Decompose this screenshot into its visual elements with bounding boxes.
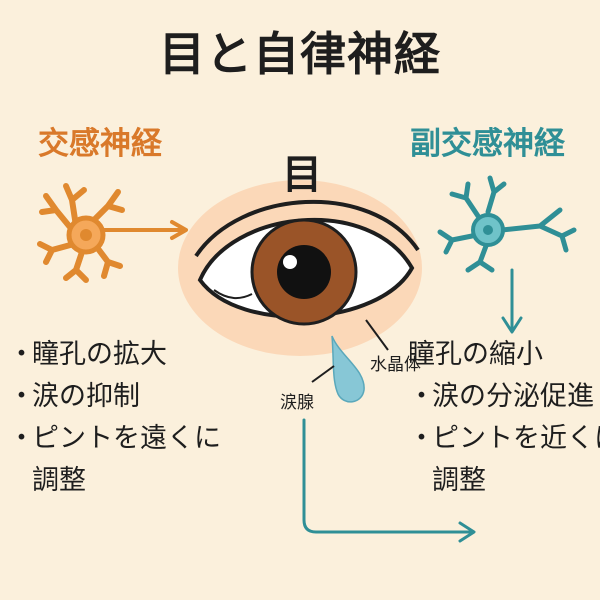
tear-drop-icon bbox=[331, 335, 365, 403]
lacrimal-leader-line bbox=[311, 365, 335, 383]
list-item: ・ピントを遠くに bbox=[8, 418, 221, 460]
bullet-icon: ・ bbox=[408, 381, 435, 412]
parasympathetic-effects-list: 瞳孔の縮小 ・涙の分泌促進 ・ピントを近くに 調整 bbox=[408, 334, 600, 502]
bullet-icon: ・ bbox=[408, 423, 435, 454]
page-title: 目と自律神経 bbox=[159, 27, 441, 81]
sympathetic-effects-list: ・瞳孔の拡大 ・涙の抑制 ・ピントを遠くに 調整 bbox=[8, 334, 221, 502]
list-item: ・涙の抑制 bbox=[8, 376, 221, 418]
list-item: ・涙の分泌促進 bbox=[408, 376, 600, 418]
eye-illustration bbox=[178, 180, 422, 356]
lacrimal-arrow bbox=[302, 418, 476, 543]
list-item-continuation: 調整 bbox=[32, 465, 86, 496]
sympathetic-label: 交感神経 bbox=[38, 126, 162, 162]
eye-label: 目 bbox=[282, 152, 322, 198]
list-item: ・瞳孔の拡大 bbox=[8, 334, 221, 376]
lens-label: 水晶体 bbox=[370, 355, 421, 375]
bullet-icon: ・ bbox=[8, 339, 35, 370]
sympathetic-neuron-icon bbox=[37, 183, 188, 283]
lens-leader-line bbox=[365, 319, 389, 351]
parasympathetic-neuron-icon bbox=[437, 175, 577, 273]
parasympathetic-label: 副交感神経 bbox=[410, 126, 565, 162]
bullet-icon: ・ bbox=[8, 381, 35, 412]
list-item: 瞳孔の縮小 bbox=[408, 339, 543, 370]
lacrimal-gland-label: 涙腺 bbox=[280, 393, 314, 413]
list-item-continuation: 調整 bbox=[432, 465, 486, 496]
bullet-icon: ・ bbox=[8, 423, 35, 454]
parasympathetic-arrow bbox=[501, 268, 523, 334]
list-item: ・ピントを近くに bbox=[408, 418, 600, 460]
